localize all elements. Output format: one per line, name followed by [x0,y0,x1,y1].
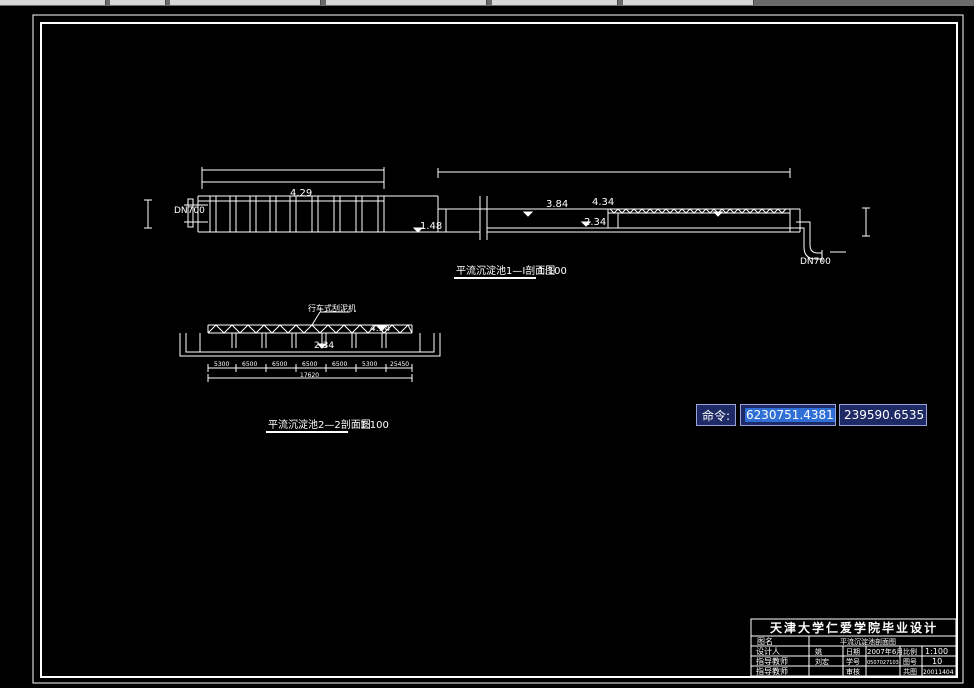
section-2-title: 平流沉淀池2—2剖面图 [268,418,371,431]
title-block-text: 天津大学仁爱学院毕业设计 图名 平流沉淀池剖面图 设计人 姚 日期 2007年6… [756,620,954,676]
toolbar-field[interactable] [0,0,106,5]
toolbar-field[interactable] [110,0,166,5]
toolbar-field[interactable] [170,0,321,5]
tb-value: 1:100 [925,647,948,656]
tb-label: 设计人 [756,646,780,656]
section-2-scale: 1:100 [360,420,389,431]
toolbar-field[interactable] [326,0,487,5]
section-1-1-text: 4.29 3.84 4.34 2.34 1.48 DN700 DN700 平流沉… [174,188,831,277]
tb-value: 10 [932,657,942,666]
tb-value: 姚 [815,647,822,656]
toolbar-field[interactable] [492,0,618,5]
dim-4-34: 4.34 [592,197,614,208]
tb-label: 图名 [757,636,773,646]
sheet-inner-border [40,22,958,678]
x-coordinate-value[interactable]: 6230751.4381 [745,408,835,422]
pipe-in-label: DN700 [174,206,205,216]
tb-label: 图号 [903,658,917,666]
toolbar-strip [0,0,974,6]
dim-3-84: 3.84 [546,199,568,210]
tb-value: 20011404 [923,669,954,676]
tb-label: 比例 [903,647,917,656]
command-label: 命令: [696,404,736,426]
span-5: 6500 [332,361,347,368]
y-coordinate-input[interactable]: 239590.6535 [839,404,927,426]
tb-label: 日期 [846,648,860,656]
span-4: 6500 [302,361,317,368]
dim-4-29: 4.29 [290,188,312,199]
sheet-outer-border [32,14,964,684]
school-header: 天津大学仁爱学院毕业设计 [770,620,938,635]
pipe-out-label: DN700 [800,257,831,267]
level-bottom-label: 2.34 [314,341,334,351]
section-1-title: 平流沉淀池1—I剖面图 [456,264,555,277]
machine-label: 行车式刮泥机 [308,303,356,313]
section-1-1 [144,167,870,279]
tb-value: 0507027103 [867,660,899,666]
level-top-label: 4.34 [370,324,390,334]
dim-2-34: 2.34 [584,217,606,228]
section-2-2 [179,311,441,433]
toolbar-field[interactable] [623,0,754,5]
span-7: 25450 [390,361,409,368]
tb-value: 刘宏 [815,657,829,666]
section-2-2-text: 行车式刮泥机 4.34 2.34 5300 6500 6500 6500 650… [214,303,409,431]
tb-value: 2007年6月 [867,647,903,656]
tb-value: 平流沉淀池剖面图 [840,637,896,646]
span-2: 6500 [242,361,257,368]
tb-label: 学号 [846,657,860,666]
section-1-scale: 1:100 [538,266,567,277]
tb-label: 指导教师 [756,656,788,666]
x-coordinate-input[interactable]: 6230751.4381 [740,404,836,426]
span-total: 17620 [300,372,319,379]
tb-label: 共图 [903,667,917,676]
span-3: 6500 [272,361,287,368]
dim-1-48: 1.48 [420,221,442,232]
title-block [750,618,957,677]
tb-label: 指导教师 [756,666,788,676]
tb-label: 审核 [846,667,860,676]
span-1: 5300 [214,361,229,368]
span-6: 5300 [362,361,377,368]
